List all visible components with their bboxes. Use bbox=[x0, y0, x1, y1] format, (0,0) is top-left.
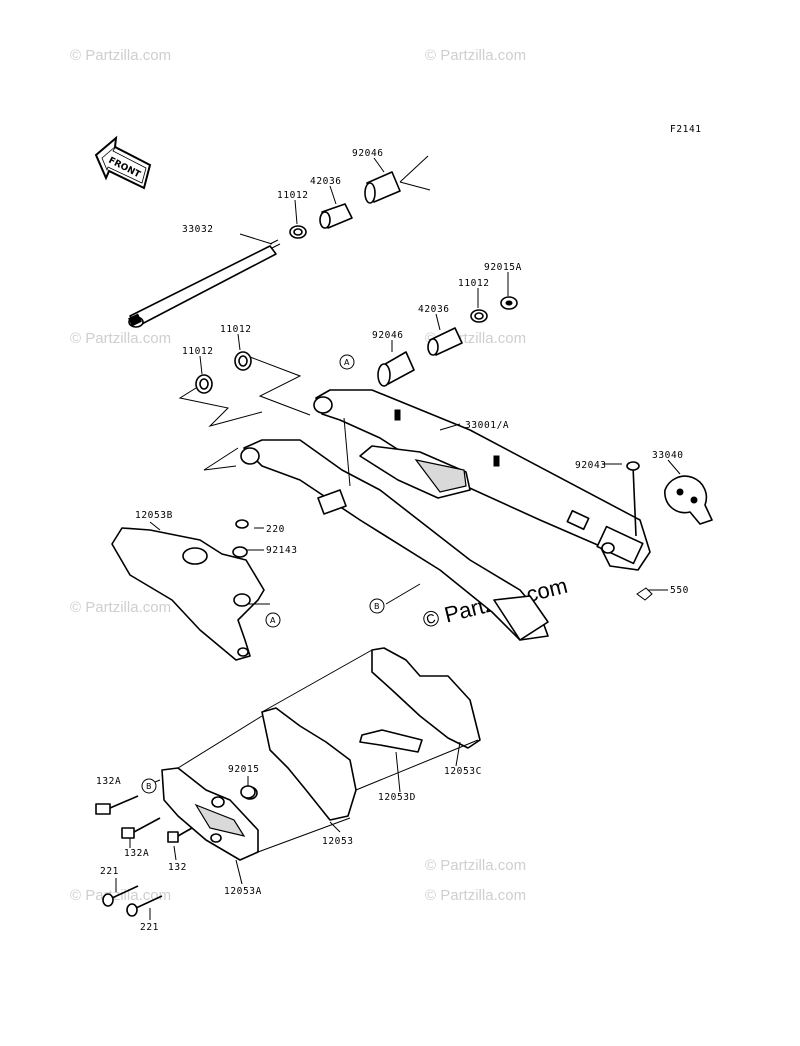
callout-a-bottom: A bbox=[265, 612, 281, 628]
part-label: 33001/A bbox=[465, 420, 509, 431]
part-label: 550 bbox=[670, 585, 689, 596]
part-label: 12053B bbox=[135, 510, 173, 521]
part-label: 92143 bbox=[266, 545, 298, 556]
part-label: 12053 bbox=[322, 836, 354, 847]
part-label: 221 bbox=[100, 866, 119, 877]
part-label: 12053C bbox=[444, 766, 482, 777]
right-bushings bbox=[377, 296, 518, 387]
callout-letter: A bbox=[270, 616, 276, 625]
part-labels: 92046 42036 11012 33032 92015A 11012 420… bbox=[96, 148, 689, 933]
figure-code: F2141 bbox=[670, 124, 702, 135]
part-label: 11012 bbox=[182, 346, 214, 357]
bolt-221-2 bbox=[126, 895, 163, 917]
callout-letter: A bbox=[344, 358, 350, 367]
part-label: 42036 bbox=[310, 176, 342, 187]
swingarm bbox=[240, 389, 651, 641]
part-label: 92015 bbox=[228, 764, 260, 775]
part-label: 92046 bbox=[372, 330, 404, 341]
part-label: 92046 bbox=[352, 148, 384, 159]
chain-guide-upper bbox=[111, 519, 270, 661]
bolt-132A-1 bbox=[95, 795, 139, 815]
leader-lines bbox=[115, 157, 681, 920]
part-label: 132A bbox=[124, 848, 149, 859]
bolt-132A-2 bbox=[121, 817, 161, 839]
watermark: © Partzilla.com bbox=[425, 47, 526, 64]
callout-letter: B bbox=[374, 602, 380, 611]
part-label: 11012 bbox=[458, 278, 490, 289]
part-label: 11012 bbox=[220, 324, 252, 335]
chain-guide-lower bbox=[161, 647, 481, 861]
top-bushings bbox=[289, 155, 431, 239]
pivot-shaft bbox=[128, 239, 281, 328]
part-label: 92015A bbox=[484, 262, 522, 273]
bolt-132 bbox=[167, 827, 193, 843]
callout-a-top: A bbox=[339, 354, 355, 370]
part-label: 132 bbox=[168, 862, 187, 873]
nut-92015 bbox=[240, 785, 256, 799]
watermark: © Partzilla.com bbox=[70, 47, 171, 64]
part-label: 11012 bbox=[277, 190, 309, 201]
part-label: 12053D bbox=[378, 792, 416, 803]
part-label: 92043 bbox=[575, 460, 607, 471]
part-label: 42036 bbox=[418, 304, 450, 315]
watermark: © Partzilla.com bbox=[425, 857, 526, 874]
watermark: © Partzilla.com bbox=[425, 887, 526, 904]
left-bushings bbox=[178, 351, 311, 471]
bolts bbox=[95, 785, 256, 917]
front-arrow-icon: FRONT bbox=[94, 135, 152, 190]
part-label: 220 bbox=[266, 524, 285, 535]
bolt-221-1 bbox=[102, 885, 139, 907]
callout-b-mid: B bbox=[369, 598, 385, 614]
part-label: 132A bbox=[96, 776, 121, 787]
chain-adjuster bbox=[626, 461, 713, 601]
watermark: © Partzilla.com bbox=[70, 599, 171, 616]
watermark: © Partzilla.com bbox=[70, 330, 171, 347]
callout-letter: B bbox=[146, 782, 152, 791]
part-label: 221 bbox=[140, 922, 159, 933]
part-label: 33040 bbox=[652, 450, 684, 461]
callout-b-low: B bbox=[141, 778, 157, 794]
part-label: 12053A bbox=[224, 886, 262, 897]
part-label: 33032 bbox=[182, 224, 214, 235]
watermark: © Partzilla.com bbox=[70, 887, 171, 904]
